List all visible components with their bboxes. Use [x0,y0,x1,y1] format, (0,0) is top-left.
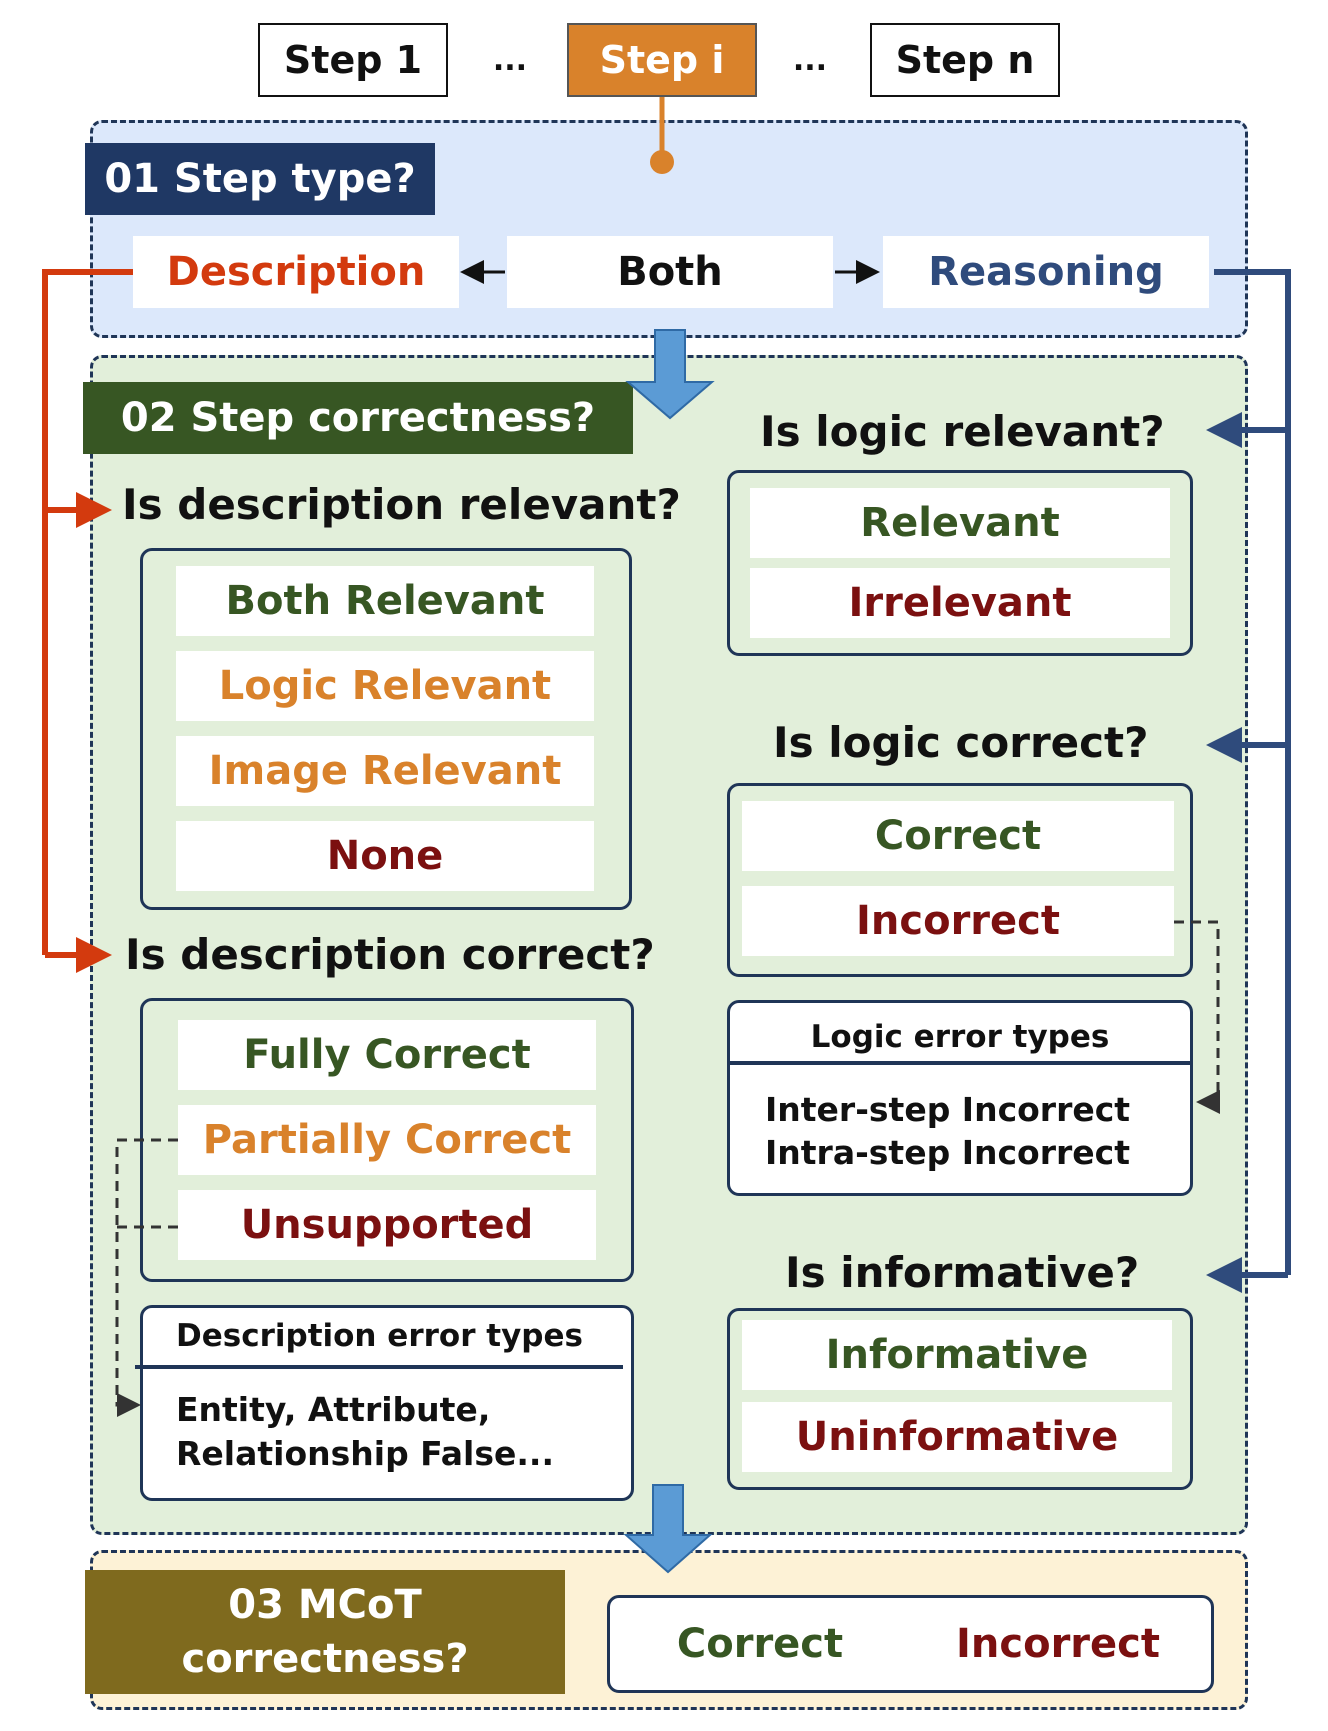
option-none: None [176,821,594,891]
logic-relevant-question: Is logic relevant? [760,407,1165,456]
mcot-option-incorrect: Incorrect [920,1610,1196,1678]
step-1-box: Step 1 [258,23,448,97]
option-uninformative: Uninformative [742,1402,1172,1472]
reasoning-branch-line [1214,269,1291,1275]
incorrect-to-errors-line [1174,920,1220,1114]
desc-correct-question: Is description correct? [125,930,655,979]
down-arrow-1 [625,329,715,420]
description-chip: Description [133,236,459,308]
option-partially-correct: Partially Correct [178,1105,596,1175]
desc-error-types-line2: Relationship False... [176,1434,555,1473]
option-fully-correct: Fully Correct [178,1020,596,1090]
option-both-relevant: Both Relevant [176,566,594,636]
description-branch-line [42,269,133,955]
both-chip: Both [507,236,833,308]
logic-error-types-line1: Inter-step Incorrect [765,1090,1131,1129]
option-image-relevant: Image Relevant [176,736,594,806]
mcot-correctness-label: 03 MCoT correctness? [85,1570,565,1694]
ellipsis-right: ... [792,42,828,78]
logic-error-types-title: Logic error types [810,1019,1110,1055]
desc-error-types-title: Description error types [176,1318,583,1354]
desc-error-divider [135,1365,623,1369]
partial-to-errors-line [115,1138,178,1417]
logic-error-types-box [727,1000,1193,1196]
reasoning-chip: Reasoning [883,236,1209,308]
option-logic-relevant: Logic Relevant [176,651,594,721]
step-correctness-label: 02 Step correctness? [83,382,633,454]
informative-question: Is informative? [785,1248,1140,1297]
step-pin-dot [650,150,674,174]
logic-correct-question: Is logic correct? [773,718,1149,767]
mcot-option-correct: Correct [622,1610,898,1678]
mcot-label-line1: 03 MCoT [228,1582,422,1628]
mcot-label-line2: correctness? [181,1636,469,1682]
logic-error-divider [729,1061,1191,1065]
option-relevant: Relevant [750,488,1170,558]
down-arrow-2 [623,1484,713,1574]
step-n-box: Step n [870,23,1060,97]
desc-error-types-box [140,1305,634,1501]
step-i-box: Step i [567,23,757,97]
desc-error-types-line1: Entity, Attribute, [176,1390,491,1429]
option-correct: Correct [742,801,1174,871]
option-unsupported: Unsupported [178,1190,596,1260]
option-irrelevant: Irrelevant [750,568,1170,638]
option-incorrect: Incorrect [742,886,1174,956]
step-type-label: 01 Step type? [85,143,435,215]
logic-error-types-line2: Intra-step Incorrect [765,1133,1130,1172]
ellipsis-left: ... [492,42,528,78]
desc-relevant-question: Is description relevant? [122,480,681,529]
option-informative: Informative [742,1320,1172,1390]
